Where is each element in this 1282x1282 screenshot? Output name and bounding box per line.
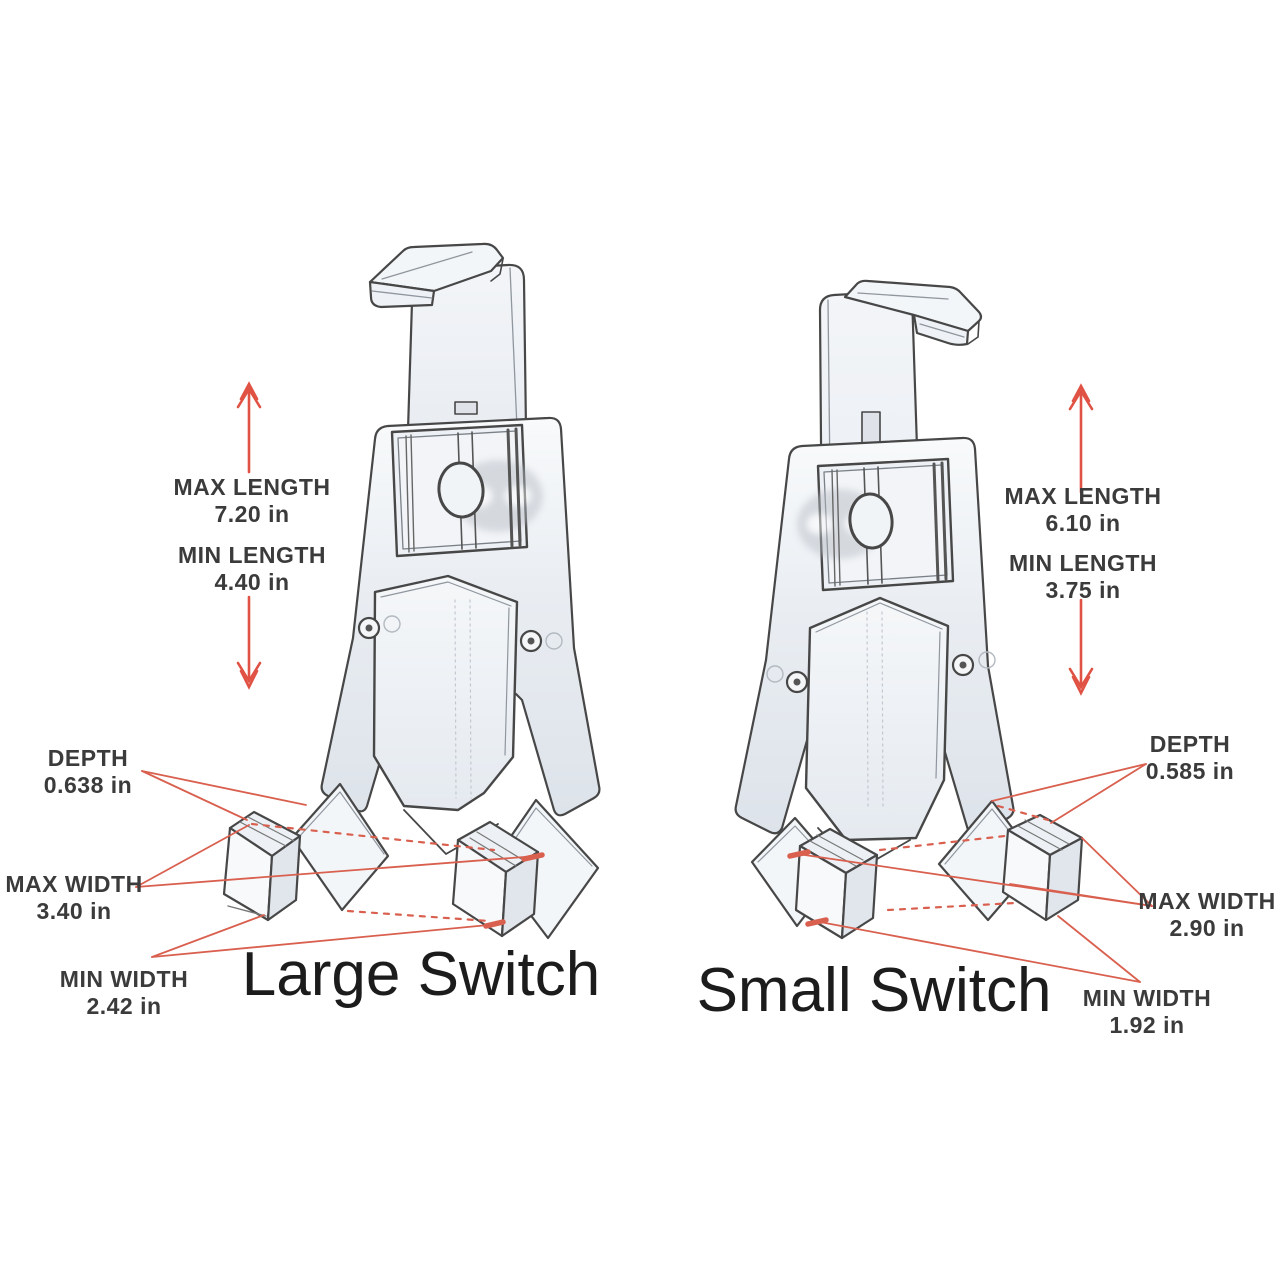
small-max-width-value: 2.90 in <box>1169 915 1245 941</box>
small-max-length-value: 6.10 in <box>1045 510 1121 536</box>
large-min-width-lines <box>151 914 506 958</box>
small-min-width-value: 1.92 in <box>1109 1012 1185 1038</box>
small-max-width-annotation: MAX WIDTH 2.90 in <box>1138 888 1275 942</box>
small-screws <box>766 651 996 694</box>
large-min-width-value: 2.42 in <box>86 993 162 1019</box>
large-switch-title: Large Switch <box>241 940 601 1009</box>
large-max-width-lines <box>135 824 545 888</box>
large-depth-label: DEPTH <box>47 745 129 771</box>
small-depth-value: 0.585 in <box>1145 758 1235 784</box>
small-right-foot <box>937 799 1084 922</box>
small-min-width-label: MIN WIDTH <box>1082 985 1212 1011</box>
small-min-length-annotation: MIN LENGTH 3.75 in <box>1009 550 1157 604</box>
large-adjust-panel <box>390 423 543 558</box>
large-min-length-value: 4.40 in <box>214 569 290 595</box>
small-left-foot <box>750 816 879 940</box>
large-max-length-value: 7.20 in <box>214 501 290 527</box>
large-length-arrow-down <box>236 595 262 690</box>
small-adjust-panel <box>797 457 955 592</box>
small-length-arrow-up <box>1068 383 1094 494</box>
large-max-width-annotation: MAX WIDTH 3.40 in <box>5 871 142 925</box>
small-min-length-value: 3.75 in <box>1045 577 1121 603</box>
small-dashed-lines <box>878 804 1050 912</box>
large-depth-value: 0.638 in <box>43 772 133 798</box>
small-knob <box>848 492 894 550</box>
large-max-length-annotation: MAX LENGTH 7.20 in <box>173 474 330 528</box>
small-min-width-lines <box>805 915 1141 983</box>
large-depth-lines <box>141 770 307 821</box>
large-screws <box>357 615 563 653</box>
small-max-length-annotation: MAX LENGTH 6.10 in <box>1004 483 1161 537</box>
small-hex-plate <box>804 596 950 842</box>
large-min-width-annotation: MIN WIDTH 2.42 in <box>60 966 188 1020</box>
small-depth-annotation: DEPTH 0.585 in <box>1146 731 1234 785</box>
large-depth-annotation: DEPTH 0.638 in <box>44 745 132 799</box>
large-arm <box>406 263 528 432</box>
small-switch-drawing <box>734 279 1084 940</box>
large-switch-drawing <box>222 242 601 940</box>
large-right-foot <box>451 798 600 940</box>
small-switch-title: Small Switch <box>696 956 1052 1025</box>
small-depth-lines <box>991 763 1147 824</box>
small-min-length-label: MIN LENGTH <box>1008 550 1158 576</box>
large-hex-plate <box>372 574 519 812</box>
small-depth-label: DEPTH <box>1149 731 1231 757</box>
small-max-length-label: MAX LENGTH <box>1004 483 1162 509</box>
small-max-width-lines <box>787 837 1153 907</box>
large-length-arrow-up <box>236 381 262 474</box>
small-annotations <box>787 383 1153 983</box>
large-hook <box>368 242 505 309</box>
small-min-width-annotation: MIN WIDTH 1.92 in <box>1083 985 1211 1039</box>
large-annotations <box>135 381 545 958</box>
large-dashed-lines <box>250 822 496 923</box>
small-length-arrow-down <box>1068 598 1094 696</box>
small-hook <box>843 279 983 346</box>
large-max-width-label: MAX WIDTH <box>5 871 143 897</box>
small-max-width-label: MAX WIDTH <box>1138 888 1276 914</box>
large-knob <box>437 461 485 519</box>
large-left-foot <box>222 782 390 922</box>
large-max-length-label: MAX LENGTH <box>173 474 331 500</box>
large-min-width-label: MIN WIDTH <box>59 966 189 992</box>
large-max-width-value: 3.40 in <box>36 898 112 924</box>
large-min-length-label: MIN LENGTH <box>177 542 327 568</box>
large-min-length-annotation: MIN LENGTH 4.40 in <box>178 542 326 596</box>
